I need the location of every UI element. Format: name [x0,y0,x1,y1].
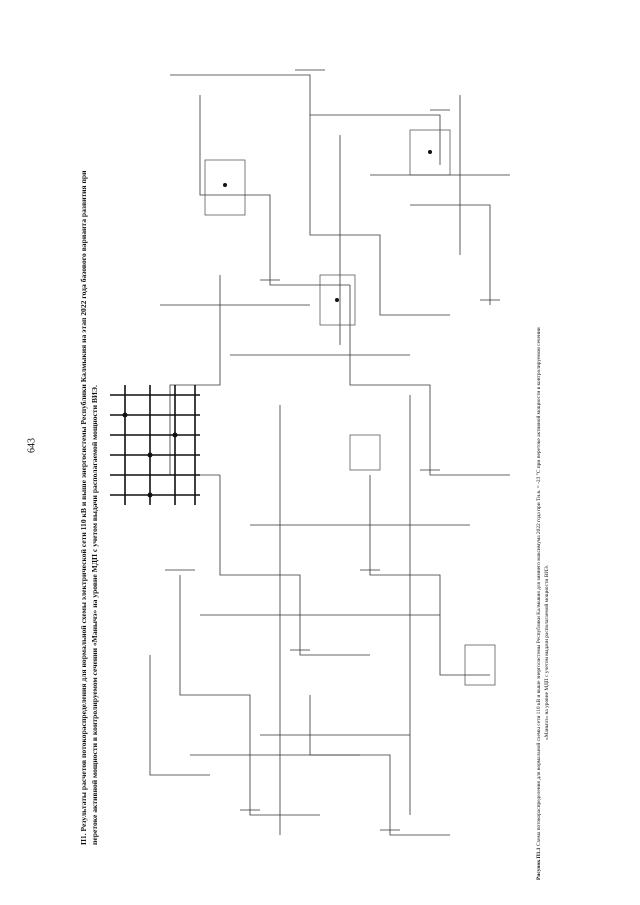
substation-cluster [110,385,200,505]
caption-label: Рисунок П1.1 [536,847,542,880]
network-lines [149,74,510,836]
substation-boxes [204,129,496,686]
bus-nodes [165,69,500,831]
caption-line-2: «Манычэ» на уровне МДП с учетом выдачи р… [543,564,550,740]
power-flow-schematic [110,69,510,836]
caption-text: Схема потокораспределения для нормальной… [536,327,542,847]
heading-line-2: перетоке активной мощности в контролируе… [90,385,99,845]
page-heading: П1. Результаты расчетов потокораспределе… [78,170,100,845]
page-number: 643 [26,438,38,453]
figure-caption: Рисунок П1.1 Схема потокораспределения д… [536,327,551,880]
heading-line-1: П1. Результаты расчетов потокораспределе… [79,170,88,845]
caption-line-1: Рисунок П1.1 Схема потокораспределения д… [536,327,544,880]
